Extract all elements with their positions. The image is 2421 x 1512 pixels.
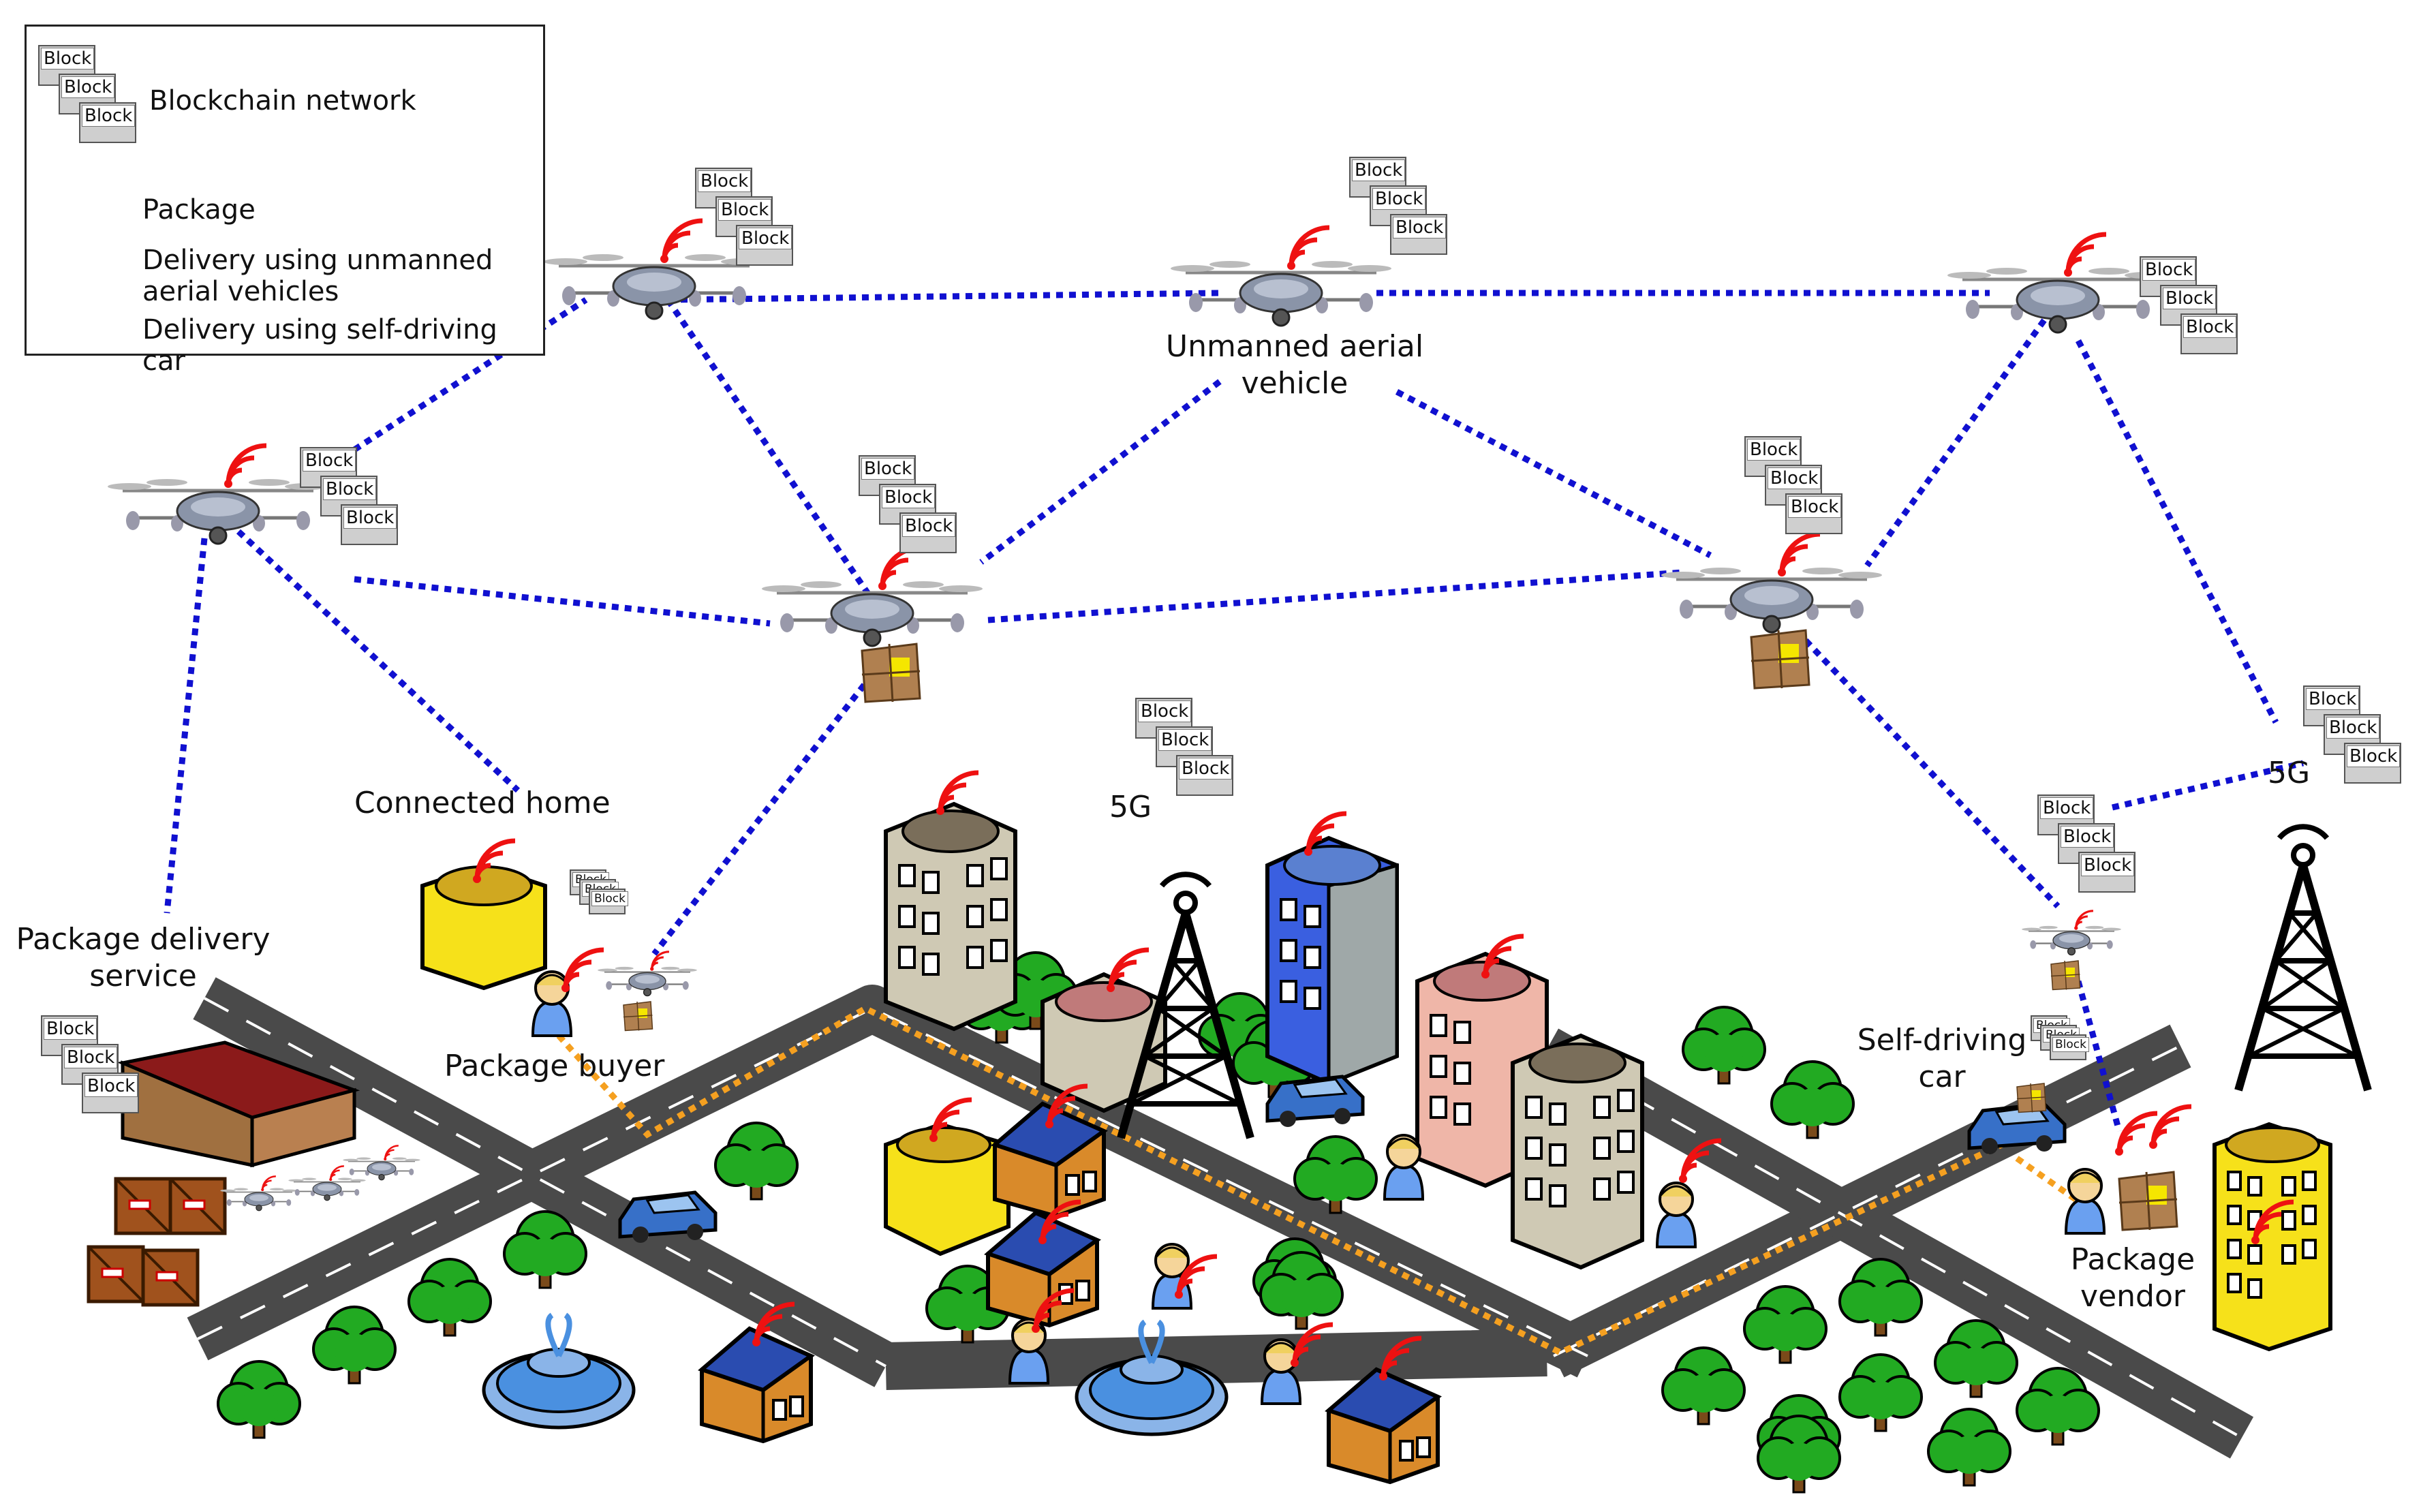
block-label: Block (2040, 797, 2094, 819)
5g-label-center: 5G (1109, 790, 1152, 824)
block-label: Block (2347, 745, 2401, 767)
block: Block (2050, 1034, 2089, 1060)
block-label: Block (1352, 159, 1406, 181)
block-label: Block (718, 199, 772, 221)
block: Block (589, 889, 628, 914)
block-label: Block (1747, 439, 1801, 461)
block-label: Block (2163, 288, 2217, 309)
block-label: Block (2306, 688, 2360, 710)
block-label: Block (323, 478, 377, 500)
block-label: Block (2052, 1037, 2089, 1052)
block-label: Block (902, 515, 956, 537)
block-label: Block (61, 76, 115, 98)
block: Block (2078, 852, 2135, 893)
block-label: Block (2081, 854, 2135, 876)
block-label: Block (2142, 259, 2196, 281)
block-label: Block (1138, 700, 1192, 722)
block-label: Block (739, 228, 792, 249)
5g-label-right: 5G (2268, 756, 2311, 790)
block-label: Block (2183, 316, 2237, 338)
block-label: Block (2326, 717, 2380, 739)
block-label: Block (1788, 496, 1842, 518)
block-label: Block (343, 507, 397, 529)
block-label: Block (64, 1047, 118, 1068)
warehouse-icon (117, 1040, 360, 1168)
legend-car-label: Delivery using self-driving car (142, 314, 497, 377)
package-delivery-service-label: Package delivery service (16, 922, 271, 993)
block: Block (736, 225, 793, 266)
block: Block (899, 512, 957, 553)
block-label: Block (1158, 729, 1212, 751)
crate-icon (89, 1179, 225, 1305)
block-label: Block (2061, 826, 2114, 848)
connected-home-label: Connected home (354, 786, 611, 820)
block-label: Block (1372, 188, 1426, 210)
block: Block (2160, 285, 2217, 326)
block: Block (82, 1073, 139, 1113)
building-icon (420, 801, 2332, 1352)
legend-uav-label: Delivery using unmanned aerial vehicles (142, 245, 493, 307)
block: Block (1785, 493, 1842, 534)
block: Block (1135, 698, 1192, 739)
legend-blockchain-label: Blockchain network (149, 85, 416, 117)
block: Block (61, 1044, 119, 1085)
block: Block (2344, 743, 2401, 784)
uav-delivery-routes (164, 290, 2304, 1132)
block: Block (2058, 823, 2115, 864)
self-driving-car-label: Self-driving car (1857, 1023, 2027, 1094)
block-label: Block (44, 1018, 97, 1040)
block: Block (341, 504, 398, 545)
block-label: Block (82, 105, 136, 127)
package-vendor-label: Package vendor (2070, 1242, 2195, 1314)
block-label: Block (698, 170, 752, 192)
block-label: Block (882, 487, 936, 508)
block-label: Block (1393, 217, 1447, 238)
block-label: Block (41, 48, 95, 70)
block-label: Block (591, 891, 628, 906)
block: Block (1390, 214, 1447, 255)
block-label: Block (1179, 758, 1233, 780)
uav-label: Unmanned aerial vehicle (1165, 329, 1424, 401)
block: Block (79, 102, 136, 143)
block-label: Block (84, 1075, 138, 1097)
block-label: Block (1768, 467, 1821, 489)
block: Block (1176, 755, 1233, 796)
block-label: Block (303, 450, 356, 472)
legend-package-label: Package (142, 194, 256, 226)
package-buyer-label: Package buyer (444, 1049, 665, 1083)
road-network (187, 977, 2254, 1459)
block: Block (300, 447, 357, 488)
block: Block (2180, 313, 2238, 354)
block-label: Block (861, 458, 915, 480)
